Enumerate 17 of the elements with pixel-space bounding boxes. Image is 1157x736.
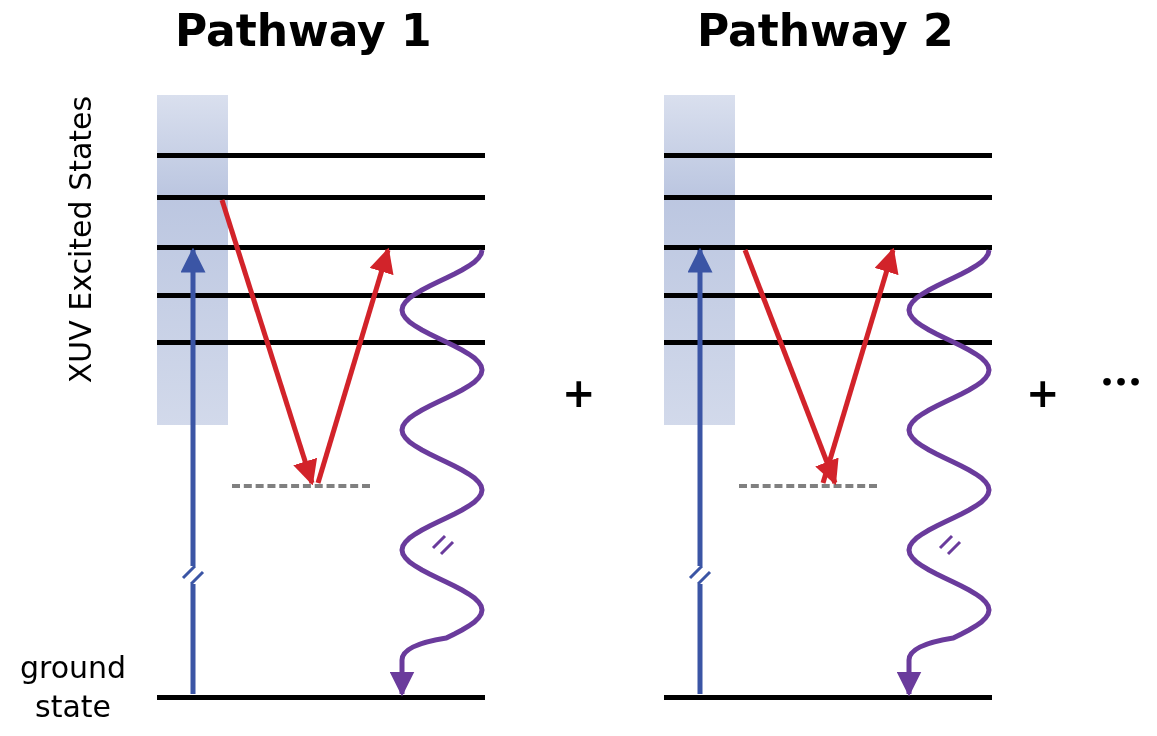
arrow <box>219 199 318 486</box>
wavy-arrow <box>896 249 992 697</box>
panel-title: Pathway 1 <box>175 5 432 56</box>
arrow <box>820 247 899 484</box>
plus-sign: + <box>562 370 596 416</box>
plus-sign: + <box>1026 370 1060 416</box>
arrow <box>315 247 394 484</box>
wavy-arrow <box>389 249 485 697</box>
arrow <box>687 247 713 694</box>
arrow <box>742 249 839 486</box>
axis-label: XUV Excited States <box>62 94 98 386</box>
virtual-level-line <box>232 484 370 488</box>
state-label: ground state <box>18 649 128 726</box>
arrow <box>180 247 206 694</box>
ellipsis: ••• <box>1100 370 1143 395</box>
panel-title: Pathway 2 <box>697 5 954 56</box>
virtual-level-line <box>739 484 877 488</box>
